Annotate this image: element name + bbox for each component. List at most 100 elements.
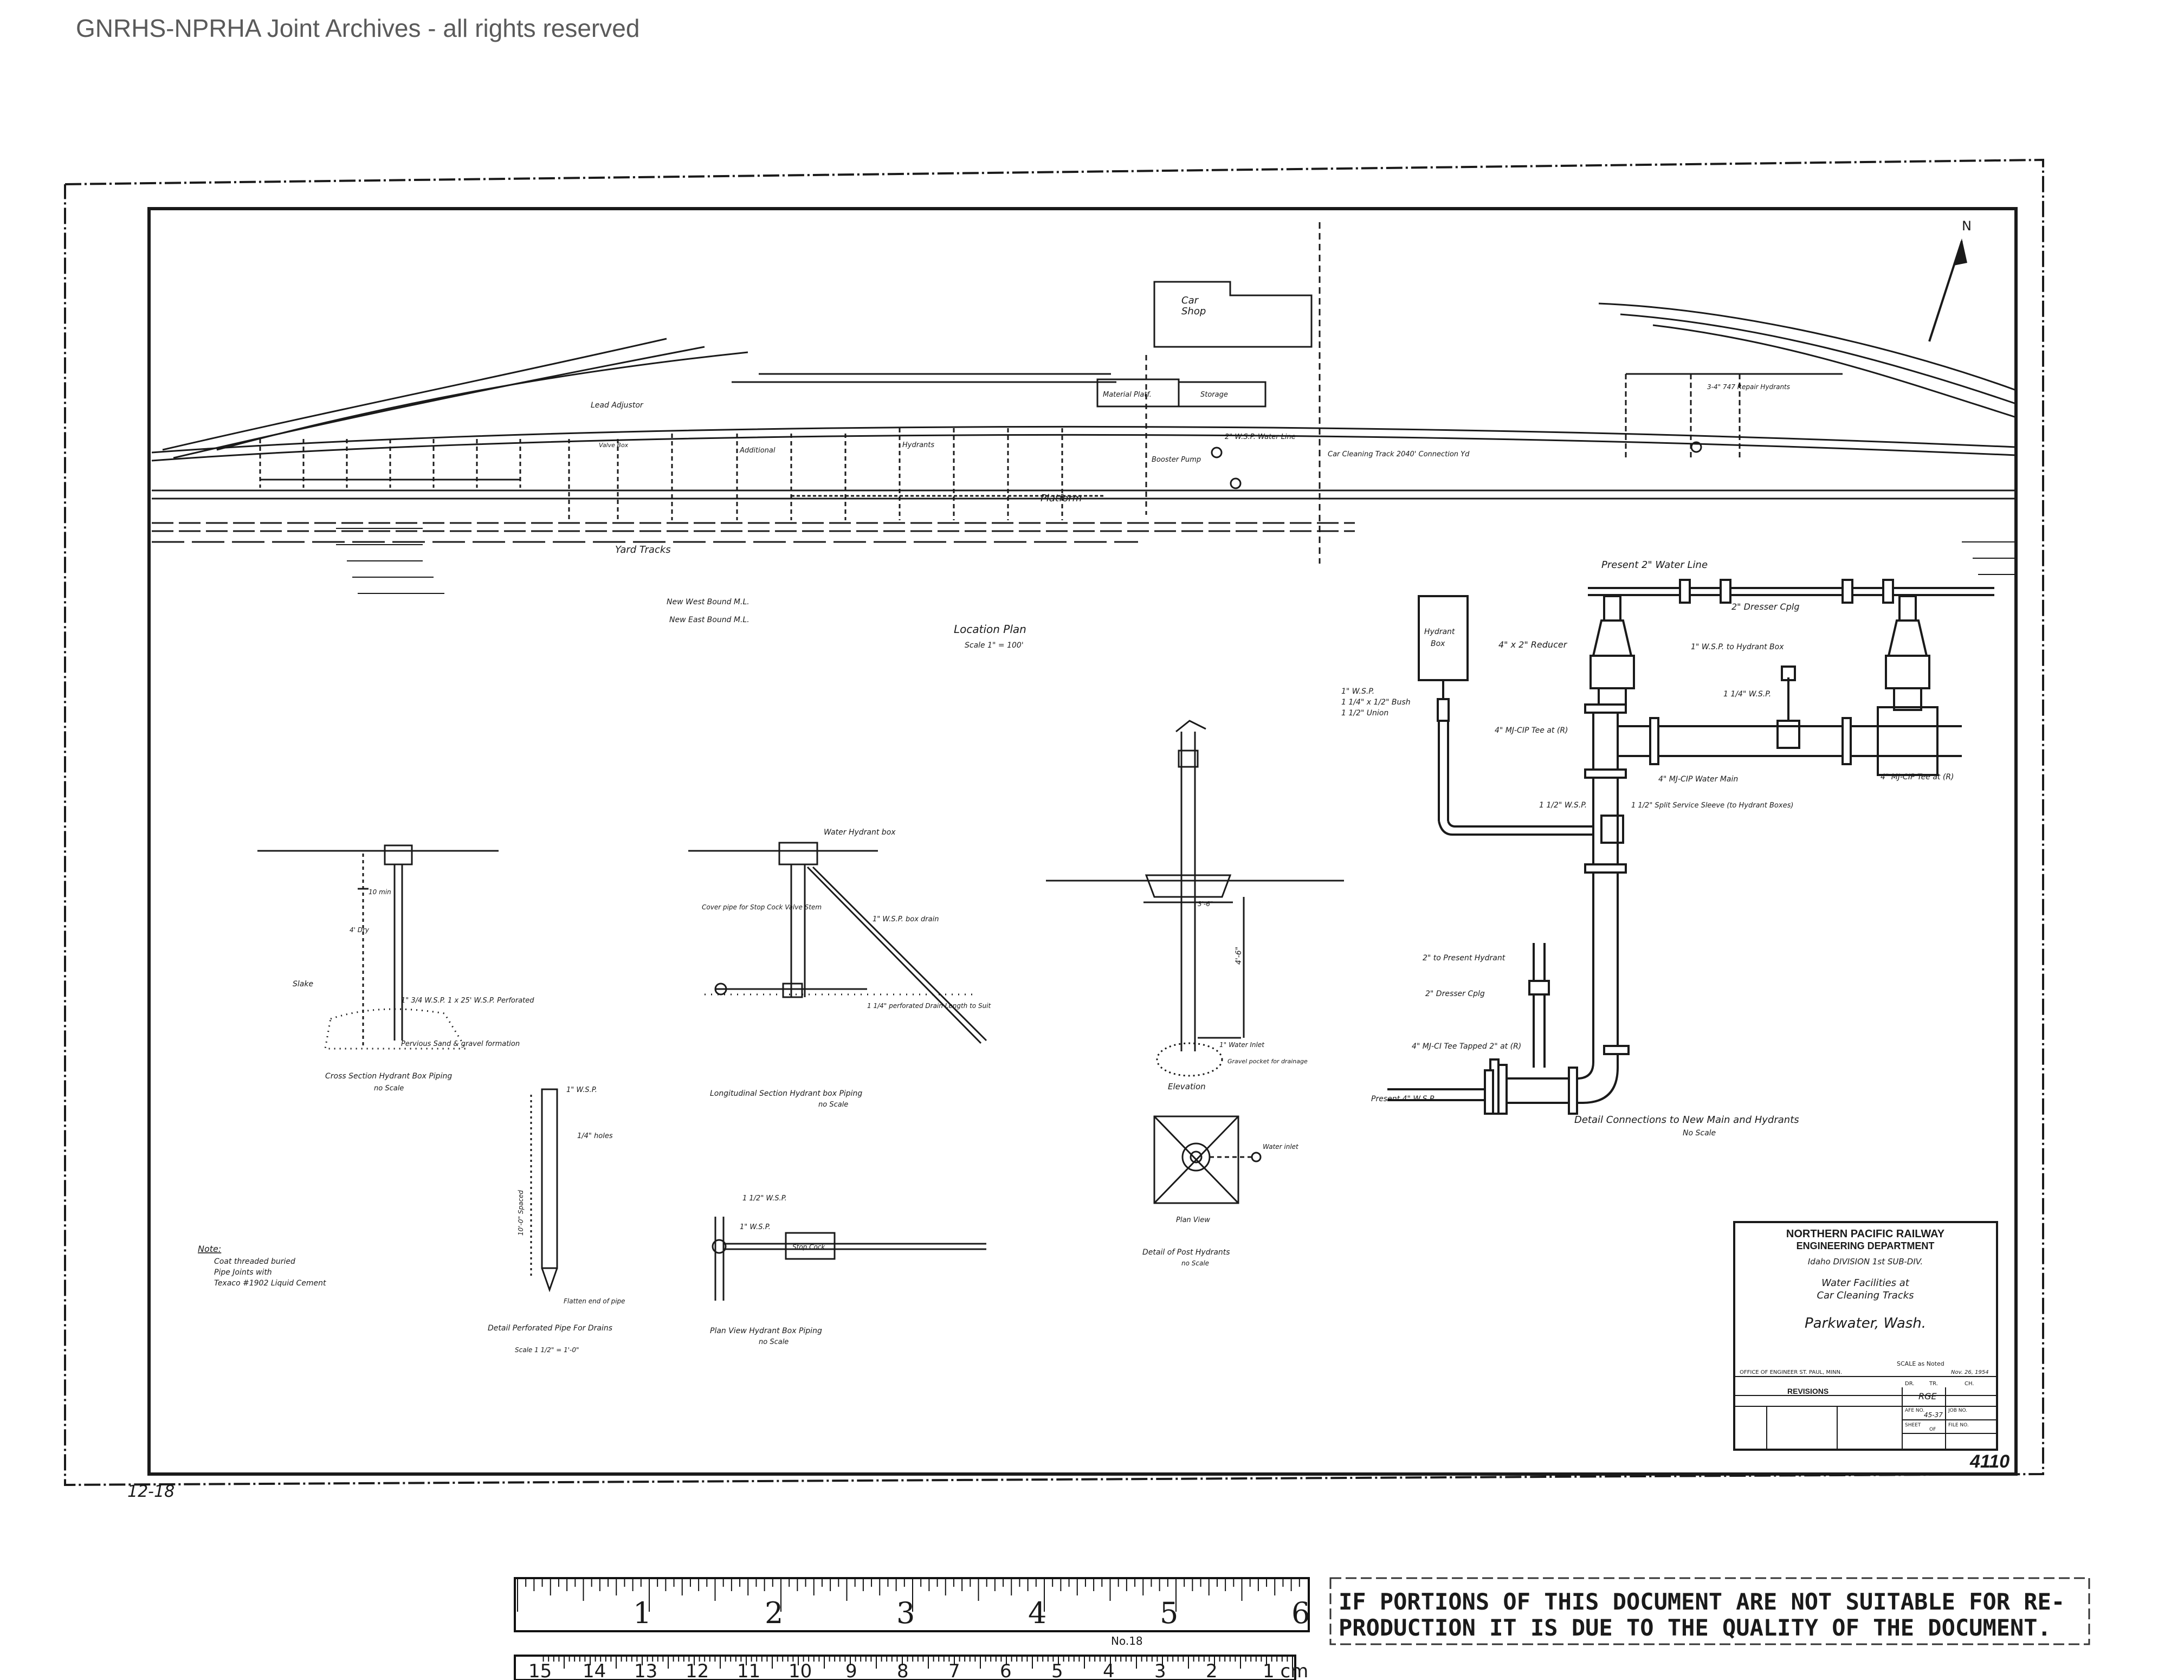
wsp-left-label: 1" W.S.P. bbox=[1341, 687, 1374, 696]
location-plan-labels: Car Shop N Material Platf. Storage Lead … bbox=[591, 218, 1972, 650]
post-scale: no Scale bbox=[1181, 1259, 1209, 1267]
union-label: 1 1/2" Union bbox=[1341, 709, 1388, 718]
tapped-tee-label: 4" MJ-CI Tee Tapped 2" at (R) bbox=[1412, 1042, 1521, 1051]
tee-left-label: 4" MJ-CIP Tee at (R) bbox=[1495, 726, 1568, 735]
note-line-2: Pipe Joints with bbox=[214, 1268, 272, 1277]
present-water-line-label: Present 2" Water Line bbox=[1601, 559, 1708, 571]
water-line-label: 2" W.S.P. Water Line bbox=[1225, 433, 1296, 441]
perforated-pipe-labels: 1" W.S.P. 1/4" holes 10'-0" Spaced Flatt… bbox=[488, 1086, 625, 1354]
detail-connections-drawing bbox=[1387, 579, 1994, 1115]
detail-connections-scale: No Scale bbox=[1683, 1129, 1716, 1138]
cm-label-2: 2 bbox=[1206, 1660, 1218, 1680]
perf-scale: Scale 1 1/2" = 1'-0" bbox=[515, 1346, 579, 1354]
dresser-lower-label: 2" Dresser Cplg bbox=[1425, 990, 1485, 998]
tb-place: Parkwater, Wash. bbox=[1805, 1315, 1926, 1332]
wsp-to-hydrant-label: 1" W.S.P. to Hydrant Box bbox=[1691, 643, 1784, 651]
cm-label-12: 12 bbox=[686, 1660, 709, 1680]
notice-line-1: IF PORTIONS OF THIS DOCUMENT ARE NOT SUI… bbox=[1339, 1588, 2065, 1615]
lead-adjustor-label: Lead Adjustor bbox=[591, 401, 644, 410]
post-title: Detail of Post Hydrants bbox=[1142, 1248, 1230, 1257]
long-section-scale: no Scale bbox=[818, 1101, 848, 1109]
cross-depth-b: 4' Dry bbox=[350, 926, 370, 934]
detail-connections-labels: Present 2" Water Line 2" Dresser Cplg Hy… bbox=[1341, 559, 1954, 1138]
hydrant-box bbox=[1418, 595, 1469, 681]
perf-holes-label: 1/4" holes bbox=[577, 1132, 613, 1140]
tb-scale: SCALE as Noted bbox=[1897, 1360, 1944, 1367]
booster-pump-label: Booster Pump bbox=[1152, 456, 1201, 464]
tb-subject-2: Car Cleaning Tracks bbox=[1817, 1290, 1914, 1301]
post-inlet-plan-label: Water inlet bbox=[1263, 1143, 1299, 1151]
long-box-label: Water Hydrant box bbox=[824, 828, 896, 837]
sheet-border bbox=[64, 158, 2044, 1487]
post-elevation-label: Elevation bbox=[1168, 1082, 1206, 1091]
plan-view-hydrant-labels: 1 1/2" W.S.P. 1" W.S.P. Stop Cock Plan V… bbox=[710, 1194, 825, 1346]
cm-label-3: 3 bbox=[1154, 1660, 1166, 1680]
cm-label-14: 14 bbox=[583, 1660, 606, 1680]
cm-label-10: 10 bbox=[789, 1660, 812, 1680]
ruler-model: No.18 bbox=[1111, 1634, 1143, 1647]
cross-section-title: Cross Section Hydrant Box Piping bbox=[325, 1072, 452, 1081]
tb-company: NORTHERN PACIFIC RAILWAY bbox=[1786, 1228, 1945, 1240]
tb-office: OFFICE OF ENGINEER ST. PAUL, MINN. bbox=[1740, 1369, 1842, 1375]
cm-label-13: 13 bbox=[634, 1660, 657, 1680]
cm-label-11: 11 bbox=[737, 1660, 760, 1680]
cm-label-5: 5 bbox=[1051, 1660, 1063, 1680]
car-shop-label-1: Car bbox=[1181, 295, 1199, 306]
location-plan-title: Location Plan bbox=[954, 623, 1026, 636]
cm-labels: 1 cm 2 3 4 5 6 7 8 9 10 11 12 13 14 15 bbox=[528, 1660, 1308, 1680]
pv-wsp-mid-label: 1" W.S.P. bbox=[740, 1223, 771, 1231]
wsp-lower-label: 1 1/2" W.S.P. bbox=[1539, 801, 1587, 810]
note-line-1: Coat threaded buried bbox=[214, 1257, 295, 1266]
reducer-label: 4" x 2" Reducer bbox=[1498, 639, 1568, 650]
post-width-label: 3'-6" bbox=[1198, 900, 1213, 908]
post-height-label: 4'-6" bbox=[1235, 947, 1243, 965]
longitudinal-section-drawing bbox=[688, 842, 987, 1044]
tb-tr: TR. bbox=[1929, 1381, 1938, 1387]
west-bound-label: New West Bound M.L. bbox=[667, 598, 749, 606]
tb-afe-label: AFE NO. bbox=[1905, 1408, 1924, 1413]
cross-section-drawing bbox=[257, 844, 499, 1050]
hydrant-box-label-1: Hydrant bbox=[1424, 628, 1455, 636]
dresser-cplg-label: 2" Dresser Cplg bbox=[1731, 602, 1799, 612]
platform-label: Platform bbox=[1041, 493, 1082, 504]
cross-section-labels: 10 min 4' Dry Slake 1" 3/4 W.S.P. 1 x 25… bbox=[293, 888, 534, 1093]
tb-drawing-number: 4110 bbox=[1969, 1451, 2009, 1472]
title-block: NORTHERN PACIFIC RAILWAY ENGINEERING DEP… bbox=[1733, 1221, 2009, 1472]
inch-label-5: 5 bbox=[1160, 1596, 1178, 1630]
pv-valve-label: Stop Cock bbox=[792, 1243, 825, 1251]
cross-section-scale: no Scale bbox=[374, 1084, 404, 1093]
inch-label-6: 6 bbox=[1291, 1596, 1310, 1630]
tee-right-label: 4" MJ-CIP Tee at (R) bbox=[1881, 773, 1954, 781]
valve-box-label: Valve Box bbox=[599, 442, 629, 449]
pv-scale: no Scale bbox=[759, 1338, 789, 1346]
storage-label: Storage bbox=[1200, 391, 1228, 399]
cm-label-4: 4 bbox=[1103, 1660, 1115, 1680]
measurement-ruler: 1 2 3 4 5 6 No.18 1 cm 2 3 4 5 6 7 8 9 1… bbox=[514, 1577, 1310, 1680]
cm-label-9: 9 bbox=[845, 1660, 857, 1680]
post-hydrant-drawing bbox=[1046, 720, 1344, 1204]
tb-of: OF bbox=[1929, 1427, 1936, 1432]
perf-length-label: 10'-0" Spaced bbox=[517, 1190, 525, 1236]
cm-label-15: 15 bbox=[528, 1660, 552, 1680]
post-hydrant-labels: 4'-6" 3'-6" 1" Water Inlet Gravel pocket… bbox=[1142, 900, 1308, 1267]
bush-label: 1 1/4" x 1/2" Bush bbox=[1341, 698, 1411, 707]
tb-date: Nov. 26, 1954 bbox=[1951, 1369, 1989, 1375]
tb-revisions: REVISIONS bbox=[1787, 1387, 1828, 1395]
cm-label-8: 8 bbox=[897, 1660, 909, 1680]
north-label: N bbox=[1962, 218, 1972, 234]
perf-flatten-label: Flatten end of pipe bbox=[564, 1297, 625, 1305]
hydrant-box-label-2: Box bbox=[1431, 639, 1445, 648]
tb-dr: DR. bbox=[1905, 1381, 1914, 1387]
wsp-1-4-label: 1 1/4" W.S.P. bbox=[1723, 690, 1771, 699]
plan-view-hydrant-drawing bbox=[712, 1217, 986, 1301]
note-line-3: Texaco #1902 Liquid Cement bbox=[214, 1279, 326, 1288]
note-block: Note: Coat threaded buried Pipe Joints w… bbox=[198, 1244, 326, 1288]
tb-job-no: JOB NO. bbox=[1948, 1408, 1967, 1413]
cross-formation-label: Pervious Sand & gravel formation bbox=[401, 1040, 520, 1048]
post-water-inlet-label: 1" Water Inlet bbox=[1219, 1041, 1265, 1049]
margin-mark: 12-18 bbox=[127, 1482, 175, 1501]
yard-tracks-label: Yard Tracks bbox=[615, 544, 671, 555]
tb-file-no: FILE NO. bbox=[1948, 1423, 1969, 1428]
long-section-title: Longitudinal Section Hydrant box Piping bbox=[710, 1089, 862, 1098]
present-hydrant-label: 2" to Present Hydrant bbox=[1423, 954, 1505, 962]
